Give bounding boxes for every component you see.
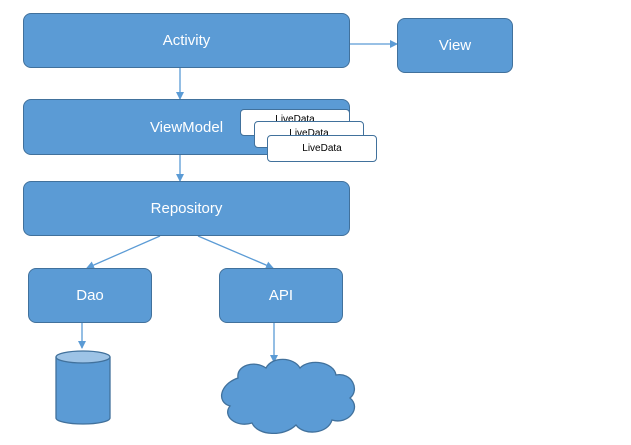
livedata-card-middle-label: LiveData: [289, 128, 329, 139]
arrow-repository-to-api: [197, 235, 274, 269]
api-label: API: [268, 287, 294, 304]
dao-box: Dao: [28, 268, 152, 323]
repository-label: Repository: [150, 200, 223, 217]
activity-box: Activity: [23, 13, 350, 68]
repository-box: Repository: [23, 181, 350, 236]
view-label: View: [438, 37, 472, 54]
livedata-card-front-label: LiveData: [302, 143, 342, 154]
activity-label: Activity: [162, 32, 211, 49]
api-box: API: [219, 268, 343, 323]
dao-label: Dao: [76, 287, 104, 304]
viewmodel-label: ViewModel: [149, 118, 224, 136]
database-cylinder-icon: [55, 350, 111, 425]
cloud-icon: [220, 358, 356, 435]
arrow-repository-to-dao: [86, 235, 161, 269]
livedata-card-back-label: LiveData: [275, 114, 315, 125]
livedata-card-front: LiveData: [267, 135, 377, 162]
view-box: View: [397, 18, 513, 73]
